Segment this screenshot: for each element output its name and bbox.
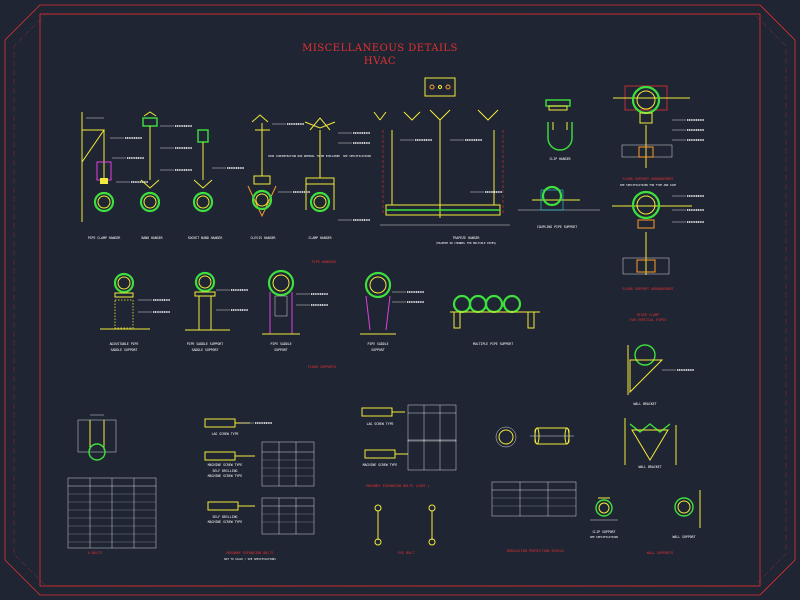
caption-pipe-saddle-2-sub: SUPPORT: [274, 348, 288, 352]
caption-clip-hanger: CLIP HANGER: [549, 157, 570, 161]
adjustable-pipe-support: [100, 272, 171, 330]
caption-machine-screw: MACHINE SCREW TYPE: [208, 463, 243, 467]
multiple-pipe-support: [450, 294, 540, 329]
insulation-shield-detail: [495, 426, 574, 448]
caption-self-drilling-2: SELF DRILLING: [213, 515, 238, 519]
section-pipe-hangers: PIPE HANGERS: [312, 260, 337, 264]
masonry-bolt-table-2: [261, 497, 315, 535]
caption-self-drilling-1: SELF DRILLING: [213, 469, 238, 473]
wall-bracket-2: [624, 418, 677, 465]
caption-machine-screw-cont: MACHINE SCREW TYPE: [363, 463, 398, 467]
pipe-saddle-support-2: [262, 269, 329, 335]
floor-support-arrangement-1: [613, 85, 705, 168]
caption-self-drilling-1-sub: MACHINE SCREW TYPE: [208, 474, 243, 478]
u-bolt-table: [67, 477, 157, 549]
masonry-bolt-table-1: [261, 441, 315, 487]
caption-pipe-saddle-2: PIPE SADDLE: [270, 342, 291, 346]
floor-support-arrangement-2: [612, 190, 705, 275]
caption-wall-clip-1: CLIP SUPPORT: [592, 530, 615, 534]
caption-clevis-hanger: CLEVIS HANGER: [251, 236, 276, 240]
section-u-bolts: U-BOLTS: [88, 551, 102, 555]
band-hanger-detail: [139, 111, 193, 213]
clevis-hanger-detail: [247, 114, 311, 218]
pipe-clamp-hanger-detail: [81, 112, 149, 222]
caption-pipe-saddle-1-sub: SADDLE SUPPORT: [192, 348, 219, 352]
caption-lag-screw: LAG SCREW TYPE: [212, 432, 239, 436]
caption-riser-clamp: RISER CLAMP: [637, 313, 659, 317]
caption-clamp-hanger: CLAMP HANGER: [308, 236, 331, 240]
caption-pipe-saddle-3-sub: SUPPORT: [371, 348, 385, 352]
self-drilling-anchor: [207, 501, 255, 511]
caption-floor-support-1: FLOOR SUPPORT ARRANGEMENT: [622, 177, 673, 181]
hanger-note: HIGH CONCENTRATION ROD NOMINAL TO BE EXP…: [268, 154, 340, 158]
caption-self-drilling-2-sub: MACHINE SCREW TYPE: [208, 520, 243, 524]
caption-adjustable-pipe: ADJUSTABLE PIPE: [110, 342, 139, 346]
caption-trapeze-note: (TRAPEZE OR CHANNEL FOR MULTIPLE PIPES): [436, 241, 497, 245]
insulation-shield-table: [491, 481, 577, 517]
section-insulation-protection-shield: INSULATION PROTECTION SHIELD: [506, 549, 563, 553]
caption-wall-bracket-2: WALL BRACKET: [638, 465, 661, 469]
base-plate-detail: [424, 77, 456, 97]
caption-multiple-pipe-support: MULTIPLE PIPE SUPPORT: [473, 342, 513, 346]
pipe-saddle-support-1: [185, 271, 249, 331]
trapeze-hanger-detail: [373, 109, 510, 226]
caption-pipe-saddle-1: PIPE SADDLE SUPPORT: [187, 342, 224, 346]
drawing-border: [4, 4, 796, 596]
caption-coupling-pipe-support: COUPLING PIPE SUPPORT: [537, 225, 577, 229]
eye-bolt-detail: [374, 504, 436, 546]
drawing-title: MISCELLANEOUS DETAILS: [302, 43, 458, 54]
section-eye-bolt: EYE BOLT: [398, 551, 414, 555]
lag-screw-anchor: [204, 418, 273, 428]
clip-hanger-detail: [545, 99, 573, 151]
caption-wall-clip-2: WALL SUPPORT: [672, 535, 695, 539]
masonry-note: NOT TO SCALE / SEE SPECIFICATIONS: [224, 557, 276, 561]
caption-wall-bracket-1: WALL BRACKET: [633, 402, 656, 406]
caption-band-hanger: BAND HANGER: [141, 236, 162, 240]
u-bolt-detail: [77, 414, 117, 461]
caption-lag-screw-cont: LAG SCREW TYPE: [367, 422, 394, 426]
riser-clamp-detail: RISER CLAMP FOR VERTICAL PIPES: [630, 313, 667, 322]
wall-plate-note: SEE SPECIFICATIONS: [590, 535, 619, 539]
section-wall-supports: WALL SUPPORTS: [647, 551, 674, 555]
caption-riser-clamp-sub: FOR VERTICAL PIPES: [630, 318, 667, 322]
coupling-pipe-support-detail: [518, 185, 600, 211]
drawing-subtitle: HVAC: [364, 56, 396, 67]
masonry-anchor-cont: [361, 404, 457, 471]
caption-floor-support-2: FLOOR SUPPORT ARRANGEMENT: [622, 287, 673, 291]
caption-trapeze-hanger: TRAPEZE HANGER: [453, 236, 480, 240]
floor-support-note: SEE SPECIFICATIONS FOR TYPE AND SIZE: [620, 183, 677, 187]
socket-band-hanger-detail: [192, 129, 245, 213]
caption-pipe-clamp-hanger: PIPE CLAMP HANGER: [88, 236, 121, 240]
caption-pipe-saddle-3: PIPE SADDLE: [367, 342, 388, 346]
wall-clip-support: [590, 490, 701, 528]
caption-socket-band-hanger: SOCKET BAND HANGER: [188, 236, 223, 240]
hanger-note-2: SEE SPECIFICATIONS: [343, 154, 372, 158]
machine-screw-anchor: [204, 451, 255, 461]
section-masonry-expansion-bolts: MASONRY EXPANSION BOLTS: [227, 551, 274, 555]
clamp-hanger-detail: [304, 117, 371, 221]
section-masonry-expansion-bolts-cont: MASONRY EXPANSION BOLTS (CONT.): [366, 484, 429, 488]
section-floor-supports: FLOOR SUPPORTS: [308, 365, 337, 369]
caption-adjustable-pipe-sub: SADDLE SUPPORT: [111, 348, 138, 352]
wall-bracket-1: [627, 344, 695, 395]
pipe-saddle-support-3: [360, 271, 425, 335]
